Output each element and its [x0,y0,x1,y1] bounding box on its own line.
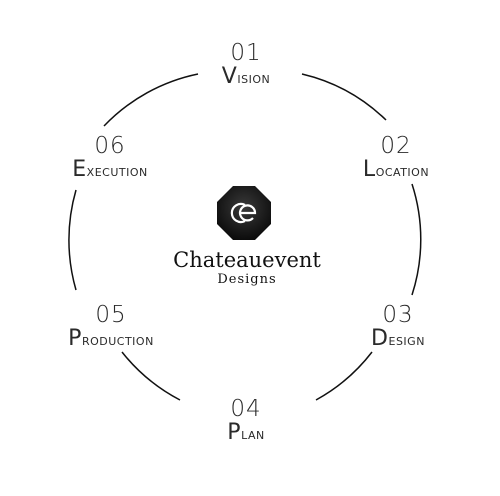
ring-arc-2 [301,73,387,121]
step-number: 01 [230,40,262,66]
step-label: Production [68,326,154,351]
step-production: 05 Production [41,302,181,351]
step-number: 04 [230,396,262,422]
ring-arc-3 [411,183,422,296]
ring-arc-1 [103,73,199,127]
ring-arc-5 [121,351,181,401]
step-number: 05 [95,302,127,328]
step-location: 02 Location [326,133,466,182]
step-execution: 06 Execution [40,133,180,182]
step-vision: 01 Vision [176,40,316,89]
step-design: 03 Design [328,302,468,351]
brand-name: Chateauevent [173,248,321,272]
step-plan: 04 Plan [176,396,316,445]
brand-logo: Chateauevent Designs [168,184,326,296]
step-label: Location [362,157,430,182]
step-label: Vision [221,64,271,89]
step-label: Execution [72,157,148,182]
step-label: Plan [227,420,265,445]
step-number: 06 [94,133,126,159]
step-number: 02 [380,133,412,159]
step-number: 03 [382,302,414,328]
step-label: Design [371,326,425,351]
ring-arc-6 [68,189,77,291]
ce-monogram-icon [217,186,271,240]
ring-arc-4 [315,351,373,401]
brand-subtitle: Designs [217,272,277,287]
